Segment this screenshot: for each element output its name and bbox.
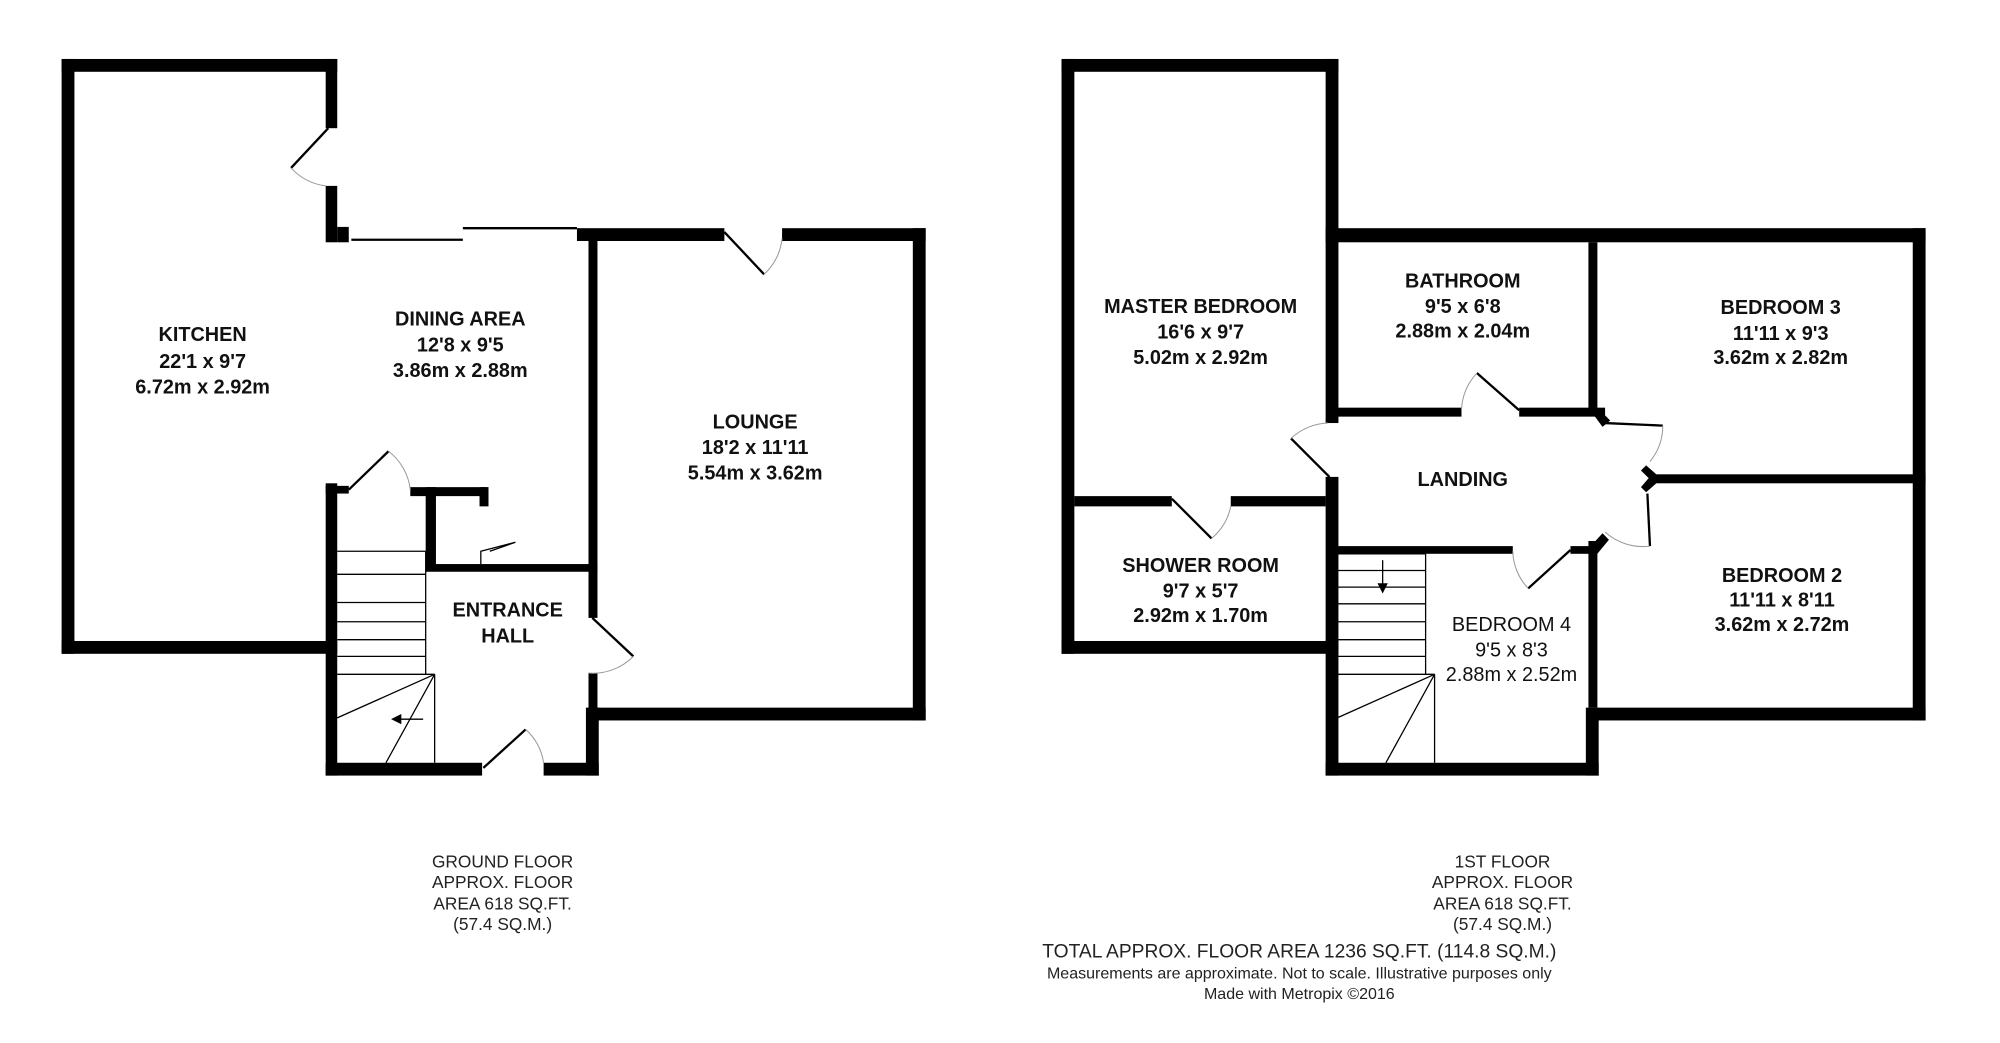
lounge-door	[723, 231, 783, 276]
shower-room-door	[1170, 497, 1232, 540]
master-bedroom-imperial: 16'6 x 9'7	[1157, 322, 1244, 344]
ground-floor-stairs	[336, 550, 436, 764]
kitchen-door	[290, 127, 330, 187]
first-floor-summary: APPROX. FLOOR	[1432, 872, 1573, 892]
kitchen-imperial: 22'1 x 9'7	[159, 351, 246, 373]
lounge-imperial: 18'2 x 11'11	[702, 437, 809, 459]
landing-label: LANDING	[1418, 469, 1508, 491]
first-floor-labels: MASTER BEDROOM 16'6 x 9'7 5.02m x 2.92m …	[1104, 270, 1849, 934]
first-floor-plan: MASTER BEDROOM 16'6 x 9'7 5.02m x 2.92m …	[1061, 58, 1926, 934]
ground-floor-plan: KITCHEN 22'1 x 9'7 6.72m x 2.92m DINING …	[61, 58, 926, 934]
bedroom4-label: BEDROOM 4	[1452, 614, 1571, 636]
bedroom3-metric: 3.62m x 2.82m	[1713, 347, 1848, 369]
hall-label-line1: ENTRANCE	[453, 600, 563, 622]
shower-room-metric: 2.92m x 1.70m	[1133, 605, 1268, 627]
ground-floor-labels: KITCHEN 22'1 x 9'7 6.72m x 2.92m DINING …	[135, 309, 822, 934]
total-floor-area: TOTAL APPROX. FLOOR AREA 1236 SQ.FT. (11…	[1042, 942, 1556, 963]
first-floor-walls	[1061, 58, 1926, 776]
first-floor-summary: 1ST FLOOR	[1455, 851, 1551, 871]
dining-imperial: 12'8 x 9'5	[417, 334, 504, 356]
ground-floor-summary: AREA 618 SQ.FT.	[433, 894, 571, 914]
stair-door	[347, 450, 411, 491]
disclaimer: Measurements are approximate. Not to sca…	[1047, 965, 1552, 983]
bedroom3-label: BEDROOM 3	[1721, 297, 1841, 319]
bedroom2-imperial: 11'11 x 8'11	[1729, 589, 1835, 611]
kitchen-metric: 6.72m x 2.92m	[135, 377, 270, 399]
bedroom3-door	[1605, 421, 1664, 462]
bedroom4-metric: 2.88m x 2.52m	[1446, 664, 1577, 686]
dining-label: DINING AREA	[395, 309, 526, 331]
footer: TOTAL APPROX. FLOOR AREA 1236 SQ.FT. (11…	[1042, 942, 1556, 1003]
bathroom-door	[1460, 372, 1520, 412]
bedroom3-imperial: 11'11 x 9'3	[1733, 323, 1829, 345]
ground-floor-summary: (57.4 SQ.M.)	[453, 914, 552, 934]
shower-room-imperial: 9'7 x 5'7	[1163, 581, 1239, 603]
ground-floor-summary: GROUND FLOOR	[432, 851, 573, 871]
dining-metric: 3.86m x 2.88m	[393, 360, 528, 382]
hall-lounge-door	[588, 617, 635, 674]
bathroom-metric: 2.88m x 2.04m	[1395, 320, 1530, 342]
lounge-metric: 5.54m x 3.62m	[688, 463, 823, 485]
ground-floor-summary: APPROX. FLOOR	[432, 872, 573, 892]
front-door	[482, 728, 545, 769]
kitchen-label: KITCHEN	[158, 324, 246, 346]
first-floor-summary: (57.4 SQ.M.)	[1453, 914, 1552, 934]
lounge-label: LOUNGE	[713, 411, 798, 433]
hall-label-line2: HALL	[481, 625, 534, 647]
master-bedroom-door	[1290, 422, 1331, 478]
shower-room-label: SHOWER ROOM	[1122, 555, 1279, 577]
sliding-door	[351, 227, 577, 241]
bedroom2-door	[1604, 493, 1652, 548]
credit: Made with Metropix ©2016	[1204, 985, 1395, 1003]
ground-floor-walls	[61, 58, 926, 776]
bedroom2-label: BEDROOM 2	[1722, 565, 1842, 587]
bathroom-imperial: 9'5 x 6'8	[1425, 296, 1501, 318]
master-bedroom-label: MASTER BEDROOM	[1104, 296, 1297, 318]
bedroom2-metric: 3.62m x 2.72m	[1715, 614, 1850, 636]
master-bedroom-metric: 5.02m x 2.92m	[1133, 347, 1268, 369]
cupboard-fixture	[480, 541, 516, 565]
first-floor-summary: AREA 618 SQ.FT.	[1433, 894, 1571, 914]
first-floor-stairs	[1336, 553, 1436, 764]
bedroom4-door	[1512, 549, 1572, 590]
bedroom4-imperial: 9'5 x 8'3	[1475, 639, 1548, 661]
bathroom-label: BATHROOM	[1405, 270, 1520, 292]
